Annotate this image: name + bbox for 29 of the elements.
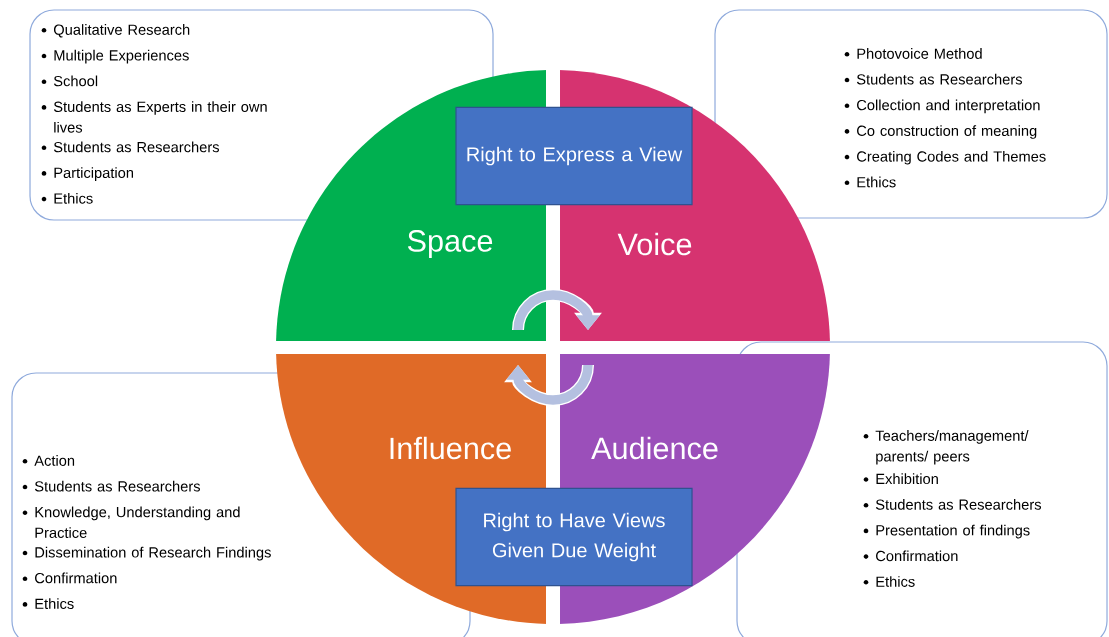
bullet-item: Creating Codes and Themes — [844, 150, 1046, 165]
bullet-item: Photovoice Method — [844, 48, 982, 59]
bullet-item: Teachers/management/ parents/ peers — [863, 430, 1029, 465]
bullet-item: Presentation of findings — [863, 524, 1030, 539]
bullet-item: Ethics — [22, 598, 74, 609]
bullet-item: Ethics — [844, 176, 896, 188]
cycle-arrow — [512, 289, 602, 331]
bullet-item: Students as Experts in their own lives — [41, 101, 267, 133]
bullet-item: Confirmation — [22, 572, 117, 584]
bullet-item: Dissemination of Research Findings — [22, 546, 271, 561]
bullet-item: Ethics — [41, 192, 93, 204]
rights-box: Right to Have Views Given Due Weight — [455, 487, 693, 587]
bullet-item: Action — [22, 455, 75, 466]
bullet-item: Students as Researchers — [844, 73, 1022, 85]
bullet-item: Students as Researchers — [863, 499, 1041, 510]
bullet-item: Qualitative Research — [41, 24, 190, 38]
bullet-item: Ethics — [863, 576, 915, 587]
cycle-arrow — [504, 364, 594, 406]
bullet-item: School — [41, 75, 98, 87]
rights-box: Right to Express a View — [455, 106, 693, 206]
bullet-item: Collection and interpretation — [844, 99, 1040, 114]
bullet-item: Multiple Experiences — [41, 49, 189, 64]
bullet-item: Knowledge, Understanding and Practice — [22, 506, 240, 538]
bullet-item: Participation — [41, 167, 133, 181]
bullet-item: Confirmation — [863, 550, 958, 562]
bullet-item: Students as Researchers — [22, 480, 200, 492]
bullet-item: Students as Researchers — [41, 141, 219, 153]
bullet-item: Co construction of meaning — [844, 125, 1037, 139]
bullet-item: Exhibition — [863, 473, 938, 485]
